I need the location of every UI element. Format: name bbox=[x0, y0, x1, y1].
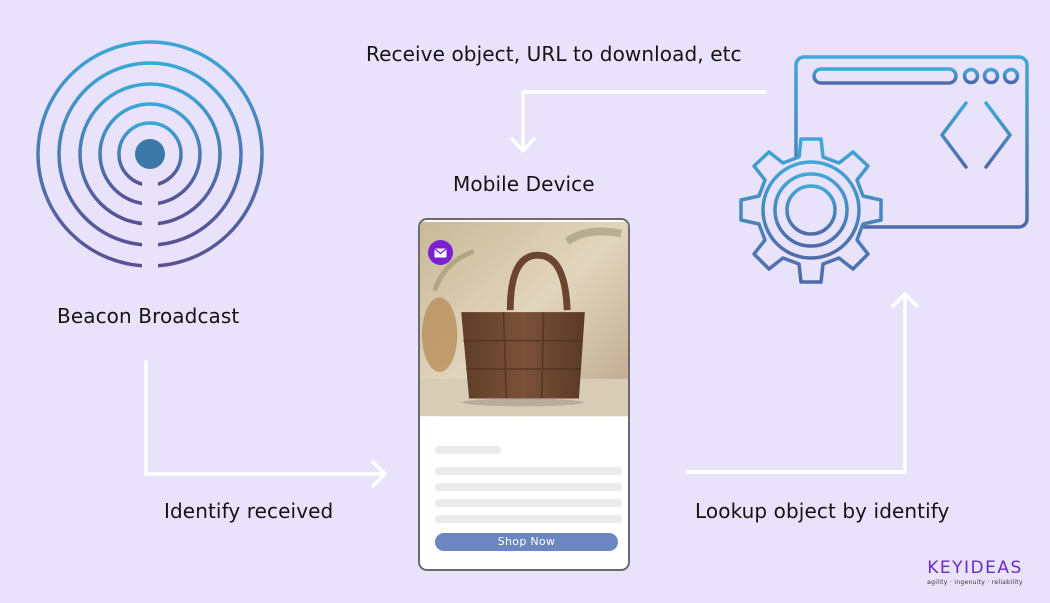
shop-now-button[interactable]: Shop Now bbox=[435, 533, 618, 551]
gear-icon bbox=[739, 137, 883, 284]
label-mobile-device: Mobile Device bbox=[453, 172, 595, 196]
mail-notification-badge bbox=[428, 240, 453, 265]
skeleton-line bbox=[435, 467, 622, 475]
logo-wordmark: KEYIDEAS bbox=[927, 558, 1023, 578]
label-receive-object: Receive object, URL to download, etc bbox=[366, 42, 742, 66]
skeleton-line bbox=[435, 499, 622, 507]
skeleton-line bbox=[435, 515, 622, 523]
mobile-device-mockup: Shop Now bbox=[418, 218, 630, 571]
arrow-lookup bbox=[685, 292, 919, 474]
logo-tagline: agility · ingenuity · reliability bbox=[927, 579, 1023, 586]
beacon-icon bbox=[36, 40, 264, 268]
code-brackets-icon bbox=[940, 101, 1012, 169]
label-lookup-object: Lookup object by identify bbox=[695, 499, 950, 523]
envelope-icon bbox=[434, 247, 447, 257]
skeleton-line-title bbox=[435, 446, 501, 454]
keyideas-logo: KEYIDEAS agility · ingenuity · reliabili… bbox=[920, 558, 1030, 586]
beacon-dot bbox=[135, 139, 165, 169]
label-identify-received: Identify received bbox=[164, 499, 334, 523]
product-image bbox=[420, 221, 628, 417]
skeleton-line bbox=[435, 483, 622, 491]
browser-window-icon bbox=[794, 55, 1029, 229]
label-beacon-broadcast: Beacon Broadcast bbox=[57, 304, 240, 328]
arrow-receive bbox=[510, 90, 767, 153]
arrow-identify bbox=[144, 360, 387, 488]
